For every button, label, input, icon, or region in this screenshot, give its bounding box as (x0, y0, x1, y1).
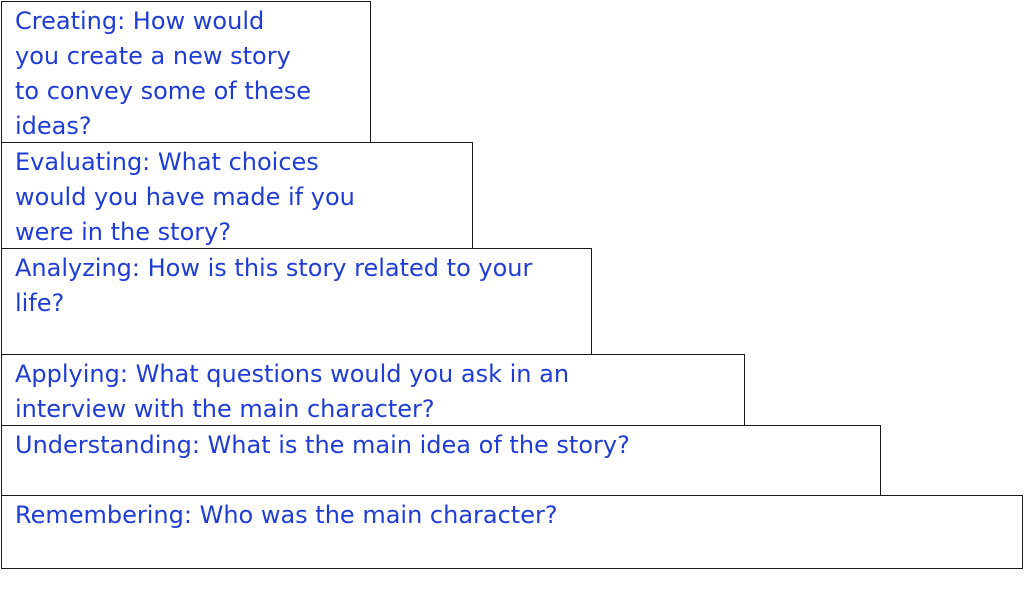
step-creating-text: Creating: How would you create a new sto… (15, 7, 311, 140)
step-evaluating-text: Evaluating: What choices would you have … (15, 148, 355, 246)
step-analyzing-text: Analyzing: How is this story related to … (15, 254, 533, 317)
step-applying: Applying: What questions would you ask i… (1, 354, 745, 427)
step-applying-text: Applying: What questions would you ask i… (15, 360, 570, 423)
step-understanding: Understanding: What is the main idea of … (1, 425, 881, 497)
step-remembering: Remembering: Who was the main character? (1, 495, 1023, 569)
step-creating: Creating: How would you create a new sto… (1, 1, 371, 144)
step-understanding-text: Understanding: What is the main idea of … (15, 431, 630, 459)
step-remembering-text: Remembering: Who was the main character? (15, 501, 558, 529)
step-analyzing: Analyzing: How is this story related to … (1, 248, 592, 356)
step-evaluating: Evaluating: What choices would you have … (1, 142, 473, 250)
